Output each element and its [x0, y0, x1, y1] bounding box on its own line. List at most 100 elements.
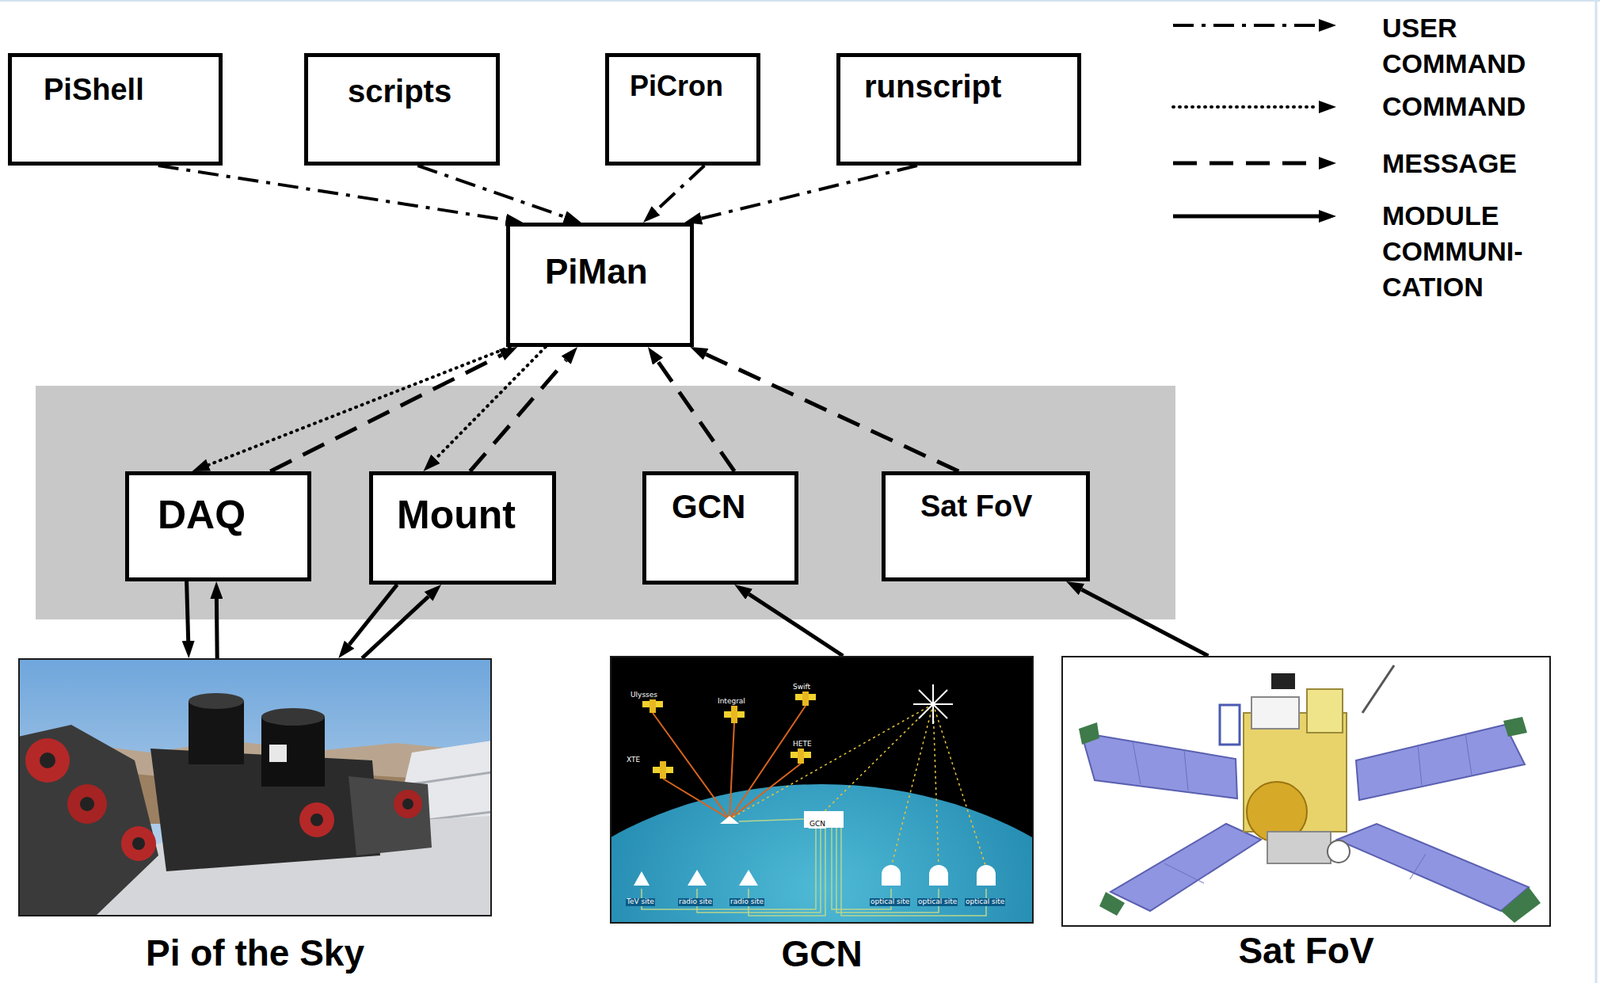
satellite-illustration-part	[1267, 831, 1331, 864]
caption-label: Sat FoV	[1062, 929, 1550, 972]
connector-arrow	[208, 346, 511, 465]
label-holder: Integral	[716, 692, 747, 707]
gcn-network-illustration-part-part	[729, 763, 801, 820]
gcn-network-illustration-part-part	[652, 712, 730, 820]
telescope-photo-part	[18, 658, 492, 917]
legend-samples-part	[1173, 23, 1319, 27]
telescope-photo-part	[80, 796, 95, 812]
label-holder: XTE	[625, 750, 641, 766]
satellite-illustration-part	[1110, 823, 1261, 911]
legend-samples-part	[1173, 161, 1319, 166]
gcn-network-illustration-part	[723, 705, 745, 724]
gcn-network-illustration-part-part	[929, 864, 949, 886]
legend-text: USER COMMAND	[1382, 10, 1573, 82]
telescope-photo-part	[18, 724, 159, 917]
gcn-network-illustration-part-part	[687, 869, 707, 886]
gcn-network-illustration-part-part	[933, 704, 939, 868]
legend-entry: USER COMMAND	[1382, 10, 1573, 82]
satellite-illustration-part-part	[1417, 744, 1422, 786]
satellite-illustration-part-part	[1409, 853, 1426, 880]
satellite-illustration-part	[1362, 665, 1395, 713]
module-box: GCN	[642, 471, 799, 585]
gcn-network-illustration-part-part	[976, 864, 996, 886]
gcn-network-illustration-part	[633, 864, 996, 886]
gcn-network-illustration-part	[913, 684, 953, 724]
satellite-illustration-part	[1078, 722, 1100, 745]
telescope-photo-part	[299, 802, 335, 838]
illustration-label: HETE	[792, 740, 813, 749]
satellite-illustration-part-part	[1164, 863, 1204, 884]
gcn-network-illustration-part	[652, 761, 674, 779]
gcn-network-illustration-part	[641, 819, 987, 916]
satellite-illustration-part	[1061, 655, 1551, 927]
satellite-illustration-part	[1081, 732, 1238, 799]
connector-arrow	[655, 165, 705, 211]
label-holder: optical site	[917, 892, 958, 907]
illustration-label: optical site	[917, 898, 958, 907]
satellite-illustration-part-part	[1465, 733, 1472, 775]
telescope-photo	[18, 658, 492, 917]
connector-arrow	[701, 165, 919, 219]
telescope-photo-part	[261, 716, 325, 787]
gcn-network-illustration-part-part	[662, 778, 730, 820]
gcn-network-illustration-part-part	[729, 704, 934, 820]
legend-text: COMMAND	[1382, 88, 1573, 125]
gcn-network-illustration-part-part	[918, 689, 948, 719]
legend-samples-part	[1173, 214, 1319, 219]
illustration-frame: Sat FoV	[1061, 655, 1551, 927]
gcn-network-illustration-part-part	[729, 723, 735, 820]
satellite-illustration-part	[1219, 704, 1240, 745]
gcn-network-illustration-part-part	[881, 864, 901, 886]
gcn-network-illustration-part-part	[641, 827, 816, 910]
telescope-photo-part	[393, 789, 423, 819]
connector-arrow	[469, 360, 566, 472]
illustration-label: radio site	[729, 898, 765, 907]
satellite-illustration-part-part	[1184, 750, 1189, 791]
label-holder: GCN	[808, 815, 827, 830]
box-label: runscript	[864, 68, 1002, 105]
label-holder: TeV site	[625, 892, 656, 907]
box-label: scripts	[347, 72, 452, 110]
illustration-label: optical site	[964, 898, 1006, 907]
manager-box: PiMan	[506, 222, 694, 347]
box-label: Sat FoV	[920, 489, 1033, 525]
module-box: Mount	[369, 471, 557, 585]
caption-label: Pi of the Sky	[19, 932, 491, 975]
photo-frame: Pi of the Sky	[18, 658, 492, 917]
connector-arrow	[1081, 589, 1209, 656]
satellite-illustration	[1061, 655, 1551, 927]
satellite-illustration-part	[1356, 724, 1525, 800]
illustration-label: radio site	[678, 898, 713, 907]
label-holder: Ulysses	[629, 685, 659, 701]
illustration-frame: GCN	[609, 655, 1034, 924]
module-box: DAQ	[125, 471, 312, 582]
label-holder: radio site	[729, 892, 765, 907]
satellite-illustration-part-part	[1132, 741, 1141, 785]
gcn-network-illustration-part	[790, 746, 812, 764]
label-holder: Swift	[792, 678, 812, 693]
satellite-illustration-part	[1251, 697, 1300, 729]
page-frame-part	[0, 0, 1600, 2]
gcn-network-illustration-part-part	[729, 705, 806, 820]
legend-entry: COMMAND	[1382, 88, 1573, 125]
box-label: DAQ	[157, 492, 246, 539]
connector-arrow	[705, 354, 959, 472]
illustration-label: TeV site	[625, 898, 656, 907]
gcn-network-illustration-part-part	[739, 869, 759, 886]
legend-samples	[1173, 25, 1319, 217]
gcn-network-illustration-part-part	[918, 689, 948, 719]
telescope-photo-part	[348, 776, 432, 856]
telescope-photo-part	[132, 837, 145, 850]
gcn-network-illustration-part	[652, 705, 806, 820]
gcn-network-illustration-part	[729, 704, 987, 868]
satellite-illustration-part	[1337, 823, 1529, 911]
illustration-label: optical site	[869, 898, 911, 907]
illustration-label: Integral	[716, 697, 747, 706]
user-tool-box: PiCron	[605, 53, 761, 166]
user-tool-box: runscript	[836, 53, 1082, 166]
connector-arrow	[186, 581, 189, 641]
connector-arrow	[214, 598, 220, 659]
label-holder: optical site	[869, 892, 911, 907]
telescope-photo-part	[402, 798, 414, 810]
